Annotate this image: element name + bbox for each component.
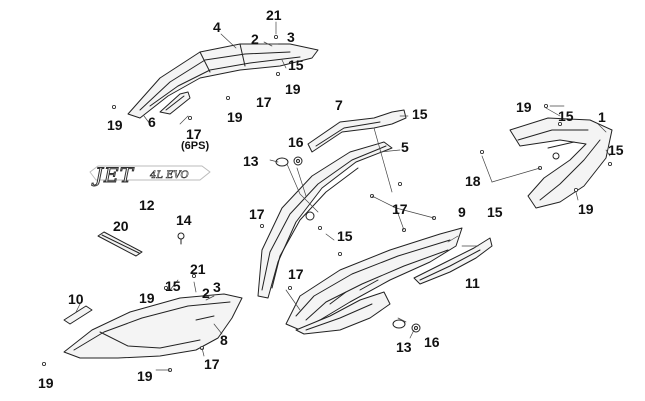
callout-21-lh: 21	[190, 261, 206, 277]
rear-tail-cover-part	[509, 117, 613, 209]
callout-15-mid: 15	[337, 228, 353, 244]
callout-19-top: 19	[285, 81, 301, 97]
callout-19-rear-bottom: 19	[578, 201, 594, 217]
callout-20: 20	[113, 218, 129, 234]
leader-lines	[75, 21, 611, 371]
screw-14-part	[177, 232, 185, 245]
grommet-13-top-part	[275, 157, 289, 167]
lower-side-panel-part	[63, 293, 243, 359]
callout-8: 8	[220, 332, 228, 348]
jet-logo-suffix: 4L EVO	[150, 170, 189, 181]
callout-15-rear: 15	[558, 108, 574, 124]
callout-16-bottom: 16	[424, 334, 440, 350]
small-bracket-part	[159, 91, 191, 115]
callout-2-lh: 2	[202, 285, 210, 301]
callout-5: 5	[401, 139, 409, 155]
emblem-decal-part	[89, 165, 211, 181]
callout-3-lh: 3	[213, 279, 221, 295]
callout-15-top: 15	[288, 57, 304, 73]
callout-15-bar: 15	[412, 106, 428, 122]
callout-17-left: 17	[249, 206, 265, 222]
callout-15-lh: 15	[165, 278, 181, 294]
front-lower-cover-part	[295, 291, 391, 335]
side-frame-part	[257, 141, 393, 299]
callout-21-top: 21	[266, 7, 282, 23]
callout-9: 9	[458, 204, 466, 220]
grommet-13-bottom-part	[392, 319, 406, 329]
side-strip-part	[63, 305, 93, 325]
upper-rail-part	[307, 109, 407, 153]
callout-19-lh: 19	[139, 290, 155, 306]
callout-14: 14	[176, 212, 192, 228]
upper-rear-cover-part	[127, 43, 319, 119]
callout-17-top: 17	[256, 94, 272, 110]
callout-13-top: 13	[243, 153, 259, 169]
callout-19-mid: 19	[227, 109, 243, 125]
callout-15-right9: 15	[487, 204, 503, 220]
sub-note-6ps: (6PS)	[181, 140, 210, 152]
jet-logo-decal: JET	[95, 163, 134, 187]
callout-18: 18	[465, 173, 481, 189]
callout-4: 4	[213, 19, 221, 35]
callout-12: 12	[139, 197, 155, 213]
grommet-16-bottom-part	[411, 323, 421, 333]
callout-17-center: 17	[392, 201, 408, 217]
callout-19-lh-bottom: 19	[137, 368, 153, 384]
callout-11: 11	[465, 275, 480, 291]
callout-15-rear-right: 15	[608, 142, 624, 158]
callout-19-rear: 19	[516, 99, 532, 115]
callout-7: 7	[335, 97, 343, 113]
footrest-panel-part	[413, 237, 493, 285]
callout-17-6ps: 17	[186, 126, 202, 142]
callout-3-top: 3	[287, 29, 295, 45]
callout-19-left: 19	[107, 117, 123, 133]
callout-1: 1	[598, 109, 606, 125]
callout-2-top: 2	[251, 31, 259, 47]
callout-17-lower: 17	[288, 266, 304, 282]
callout-19-corner: 19	[38, 375, 54, 391]
trim-strip-part	[97, 231, 143, 257]
callout-17-lh: 17	[204, 356, 220, 372]
callout-10: 10	[68, 291, 84, 307]
grommet-16-top-part	[293, 156, 303, 166]
callout-6: 6	[148, 114, 156, 130]
callout-16-top: 16	[288, 134, 304, 150]
callout-13-bottom: 13	[396, 339, 412, 355]
